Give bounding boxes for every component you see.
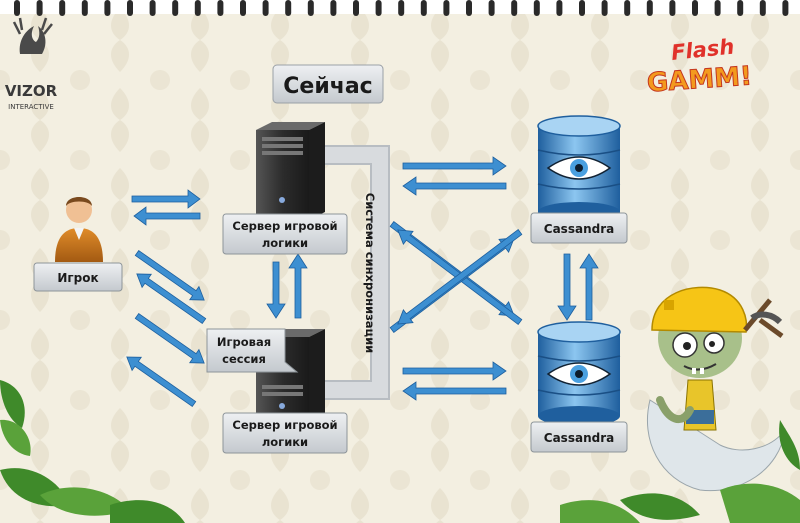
- db-top-node: Cassandra: [530, 115, 628, 244]
- arrows-group: [126, 156, 599, 408]
- db-bottom-label: Cassandra: [544, 431, 614, 445]
- binding-ring: [669, 0, 676, 16]
- arrow-db-top-to-sync: [402, 176, 507, 196]
- arrow-cross-4: [397, 229, 523, 325]
- binding-ring: [692, 0, 698, 16]
- binding-ring: [194, 0, 201, 16]
- session-label-line2: сессия: [222, 352, 266, 366]
- server-top-label-line1: Сервер игровой: [232, 219, 337, 233]
- title-box: Сейчас: [272, 64, 384, 104]
- binding-ring: [36, 0, 43, 16]
- session-callout: Игровая сессия: [206, 328, 299, 373]
- sync-system-label: Система синхронизации: [363, 193, 377, 353]
- server-bottom-label-line1: Сервер игровой: [232, 418, 337, 432]
- arrow-player-to-server-top: [131, 189, 201, 209]
- binding-ring: [511, 0, 518, 16]
- binding-ring: [127, 0, 133, 16]
- binding-ring: [466, 0, 472, 16]
- binding-ring: [262, 0, 269, 16]
- binding-ring: [737, 0, 744, 16]
- server-top-label-line2: логики: [262, 236, 308, 250]
- binding-ring: [714, 0, 721, 16]
- binding-ring: [443, 0, 450, 16]
- vizor-name: VIZOR: [5, 82, 58, 100]
- user-icon: [55, 197, 103, 262]
- arrow-db-bottom-to-sync: [402, 381, 507, 401]
- binding-ring: [759, 0, 766, 16]
- binding-ring: [556, 0, 563, 16]
- binding-ring: [285, 0, 292, 16]
- database-eye-icon: [537, 321, 621, 426]
- server-tower-icon: [256, 122, 325, 220]
- leaves-decoration: [0, 380, 800, 523]
- db-top-label: Cassandra: [544, 222, 614, 236]
- database-eye-icon: [537, 115, 621, 222]
- binding-ring: [104, 0, 111, 16]
- vizor-sub: INTERACTIVE: [8, 103, 54, 111]
- binding-ring: [579, 0, 585, 16]
- binding-ring: [81, 0, 88, 16]
- binding-ring: [420, 0, 427, 16]
- binding-ring: [533, 0, 540, 16]
- arrow-player-to-session-2: [134, 312, 205, 364]
- binding-ring: [14, 0, 20, 16]
- zombie-mascot-illustration: [646, 286, 786, 492]
- binding-ring: [624, 0, 631, 16]
- arrow-sync-to-db-top: [402, 156, 507, 176]
- page-title: Сейчас: [283, 74, 372, 99]
- arrow-db-bottom-to-top: [579, 253, 599, 321]
- player-label: Игрок: [57, 271, 98, 285]
- vizor-logo: VIZOR INTERACTIVE: [5, 17, 58, 111]
- binding-ring: [375, 0, 382, 16]
- binding-ring: [646, 0, 653, 16]
- binding-ring: [488, 0, 495, 16]
- arrow-server-top-to-bottom: [266, 261, 286, 319]
- arrow-server-top-to-player: [133, 206, 201, 226]
- binding-ring: [353, 0, 359, 16]
- server-bottom-node: Игровая сессия Сервер игровой логики: [206, 328, 348, 454]
- db-bottom-node: Cassandra: [530, 321, 628, 453]
- arrow-server-bottom-to-top: [288, 253, 308, 319]
- binding-ring: [172, 0, 179, 16]
- binding-ring: [398, 0, 405, 16]
- binding-ring: [59, 0, 66, 16]
- arrow-session-to-player-2: [126, 356, 197, 408]
- session-label-line1: Игровая: [217, 335, 271, 349]
- binding-ring: [307, 0, 314, 16]
- binding-ring: [240, 0, 246, 16]
- sync-system: Система синхронизации: [310, 145, 390, 400]
- arrow-player-to-session-1: [134, 249, 205, 301]
- binding-ring: [782, 0, 789, 16]
- binding-ring: [601, 0, 608, 16]
- binding-ring: [217, 0, 224, 16]
- player-node: Игрок: [33, 197, 123, 292]
- arrow-sync-to-db-bottom: [402, 361, 507, 381]
- binding-ring: [330, 0, 337, 16]
- spiral-binding: [0, 0, 800, 16]
- binding-ring: [149, 0, 156, 16]
- server-top-node: Сервер игровой логики: [222, 122, 348, 255]
- server-bottom-label-line2: логики: [262, 435, 308, 449]
- arrow-session-to-player-1: [136, 273, 207, 325]
- arrow-db-top-to-bottom: [557, 253, 577, 321]
